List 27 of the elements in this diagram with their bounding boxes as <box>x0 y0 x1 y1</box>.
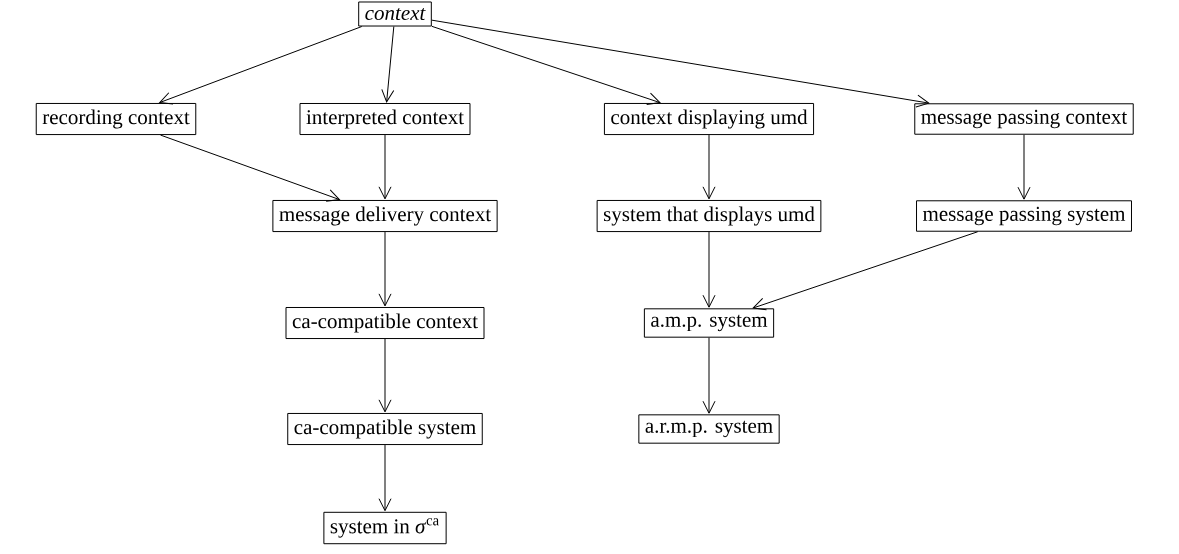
arrow <box>378 231 392 307</box>
arrow <box>702 231 716 308</box>
process-box: context <box>358 1 432 27</box>
process-box: recording context <box>35 102 197 136</box>
arrow <box>752 231 979 311</box>
process-box: interpreted context <box>299 103 471 136</box>
process-box: message passing system <box>916 200 1132 232</box>
arrow <box>381 26 395 103</box>
process-box: system that displays umd <box>596 199 822 233</box>
arrow <box>1017 134 1031 200</box>
arrow <box>378 134 392 200</box>
arrow <box>431 25 661 105</box>
process-box: message delivery context <box>272 199 498 233</box>
process-box: system in σ$^{ca}$ <box>323 511 447 545</box>
arrow <box>159 26 363 105</box>
arrow <box>378 444 392 512</box>
process-box: message passing context <box>914 103 1134 135</box>
arrow <box>702 337 716 414</box>
arrow <box>431 19 930 108</box>
process-box: a.m.p. system <box>643 308 775 338</box>
process-box: context displaying umd <box>603 102 815 136</box>
arrow <box>160 134 340 202</box>
process-box: a.r.m.p. system <box>638 414 780 444</box>
process-box: ca-compatible context <box>285 307 485 340</box>
arrow <box>378 338 392 413</box>
arrow <box>702 134 716 200</box>
process-box: ca-compatible system <box>287 412 483 446</box>
